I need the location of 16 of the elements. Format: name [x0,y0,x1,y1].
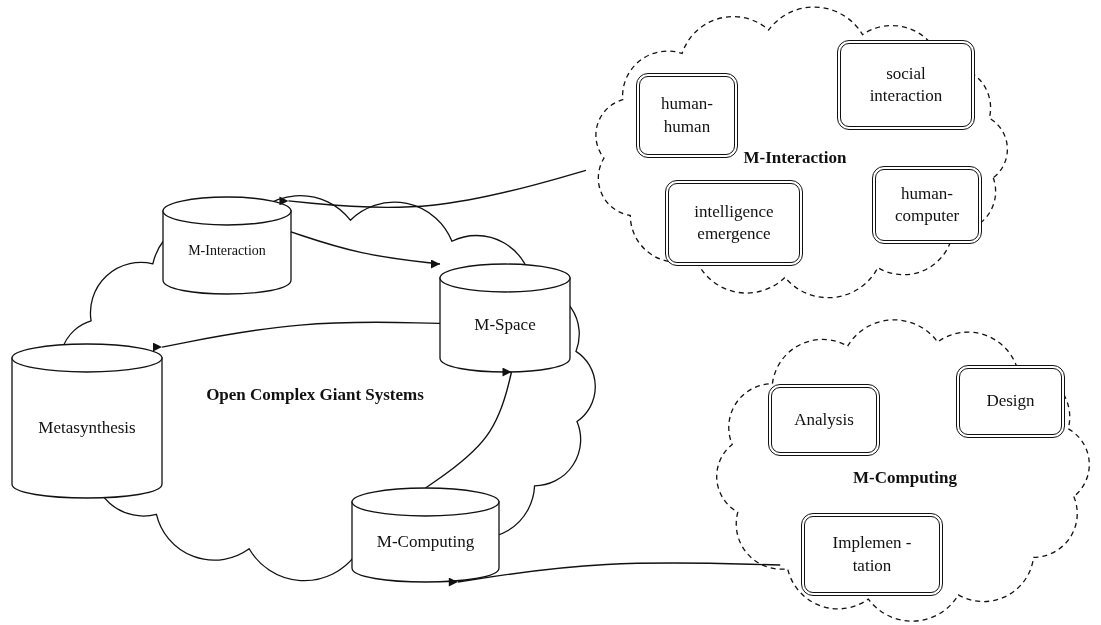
cylinder-label: M-Space [473,315,537,336]
rounded-box: Design [956,365,1065,438]
rounded-box: social interaction [837,40,975,130]
arrow [290,231,441,268]
cloud-label: Open Complex Giant Systems [205,385,425,406]
rounded-box: Analysis [768,384,880,456]
arrow [424,371,514,489]
cylinder-label: M-Computing [375,532,476,553]
cloud-label: M-Interaction [742,148,848,169]
rounded-box: human- computer [872,166,982,244]
cylinder-label: Metasynthesis [37,418,137,439]
cylinder-label: M-Interaction [187,242,267,260]
cloud-label: M-Computing [852,468,958,489]
rounded-box: human- human [636,73,738,158]
rounded-box: Implemen - tation [801,513,943,596]
rounded-box: intelligence emergence [665,180,803,266]
